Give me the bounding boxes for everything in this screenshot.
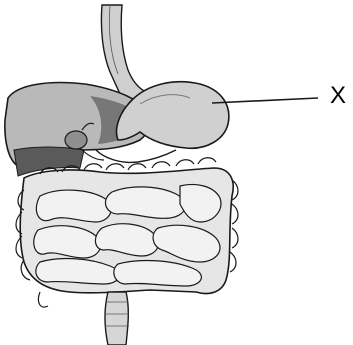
gallbladder	[65, 131, 87, 149]
rectum	[105, 292, 128, 345]
label-x: X	[330, 84, 346, 108]
duodenum	[96, 150, 176, 162]
appendix	[38, 292, 48, 307]
pointer-line	[212, 98, 318, 103]
small-intestine	[34, 185, 221, 287]
